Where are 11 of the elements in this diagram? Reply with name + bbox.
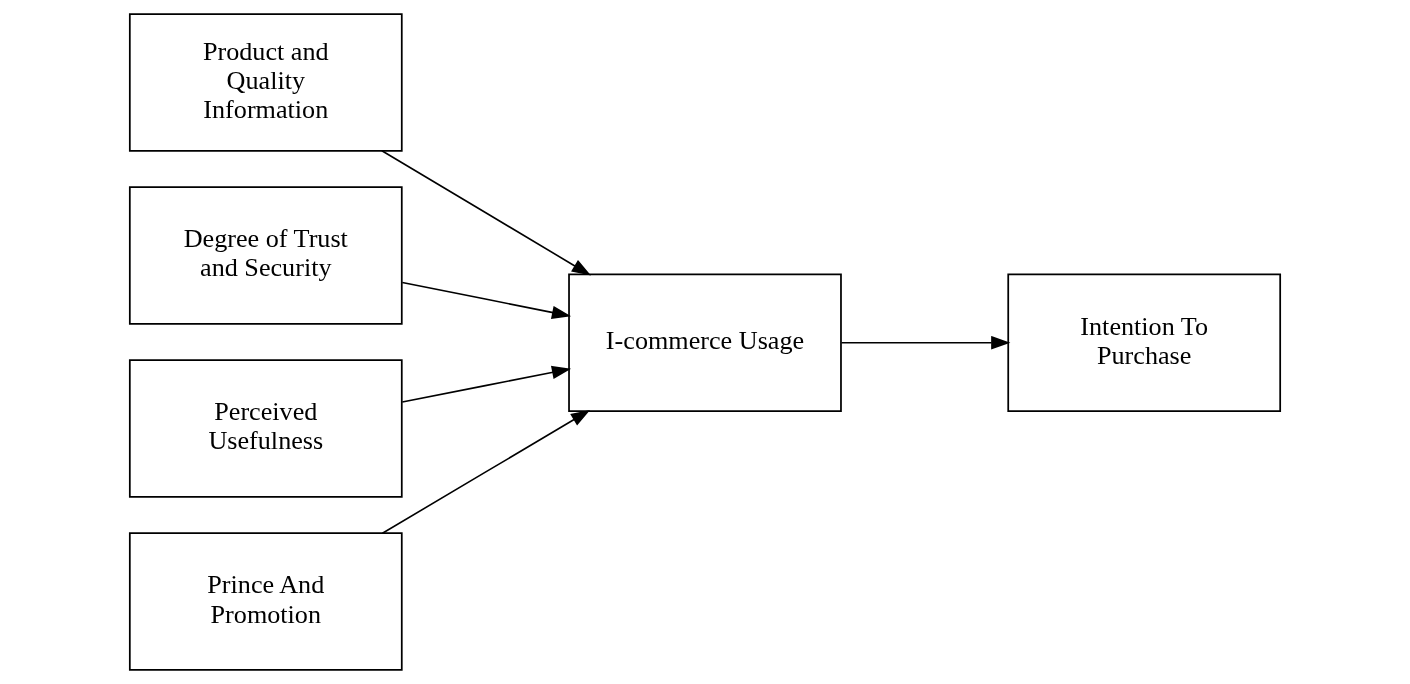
arrow — [401, 281, 572, 320]
arrow — [381, 410, 591, 535]
node-box: Intention To Purchase — [1007, 273, 1282, 412]
arrow — [381, 150, 591, 276]
node-box: Product and Quality Information — [128, 13, 403, 152]
node-box: Degree of Trust and Security — [128, 186, 403, 325]
arrow — [401, 365, 572, 403]
node-box: Perceived Usefulness — [128, 359, 403, 498]
node-box: Prince And Promotion — [128, 532, 403, 671]
arrow — [840, 336, 1011, 350]
node-box: I-commerce Usage — [568, 273, 842, 412]
